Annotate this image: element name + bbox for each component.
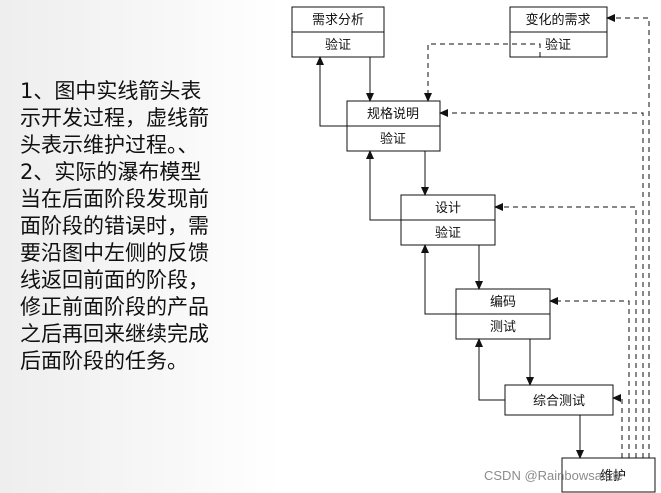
maintenance-arrows [424, 14, 650, 458]
box-coding: 编码 测试 [455, 288, 551, 340]
description-line: 后面阶段的任务。 [20, 349, 188, 373]
box-label: 综合测试 [533, 394, 585, 409]
description-line: 头表示维护过程。、 [20, 133, 199, 157]
description-line: 面阶段的错误时，需 [20, 214, 209, 238]
description-line: 示开发过程，虚线箭 [20, 106, 209, 130]
box-label: 变化的需求 [525, 12, 590, 28]
box-design: 设计 验证 [400, 194, 496, 246]
box-changed-requirements: 变化的需求 验证 [509, 6, 608, 58]
description-line: 线返回前面的阶段， [20, 268, 209, 292]
box-label: 编码 [490, 295, 516, 310]
description-line: 要沿图中左侧的反馈 [20, 241, 209, 265]
description-line: 2、实际的瀑布模型 [20, 160, 202, 184]
box-requirements-analysis: 需求分析 验证 [291, 6, 385, 58]
box-label: 验证 [545, 37, 571, 53]
box-label: 验证 [380, 131, 406, 147]
box-label: 需求分析 [312, 13, 364, 28]
box-label: 设计 [435, 201, 461, 216]
box-specification: 规格说明 验证 [346, 100, 441, 152]
description-line: 修正前面阶段的产品 [20, 295, 209, 319]
box-label: 维护 [600, 469, 626, 484]
feedback-arrows [316, 56, 505, 401]
box-label: 验证 [325, 37, 351, 53]
description-line: 当在后面阶段发现前 [20, 187, 209, 211]
description-line: 1、图中实线箭头表 [20, 79, 202, 103]
box-label: 测试 [490, 320, 516, 335]
box-label: 验证 [435, 225, 461, 241]
description-text: 1、图中实线箭头表 示开发过程，虚线箭 头表示维护过程。、 2、实际的瀑布模型 … [20, 78, 260, 375]
description-panel [0, 0, 280, 493]
box-label: 规格说明 [367, 106, 419, 122]
development-arrows [366, 57, 584, 459]
box-integration-testing: 综合测试 [504, 384, 614, 416]
description-line: 之后再回来继续完成 [20, 322, 209, 346]
box-maintenance: 维护 [561, 457, 656, 493]
watermark: CSDN @Rainbowsaime [484, 468, 623, 483]
